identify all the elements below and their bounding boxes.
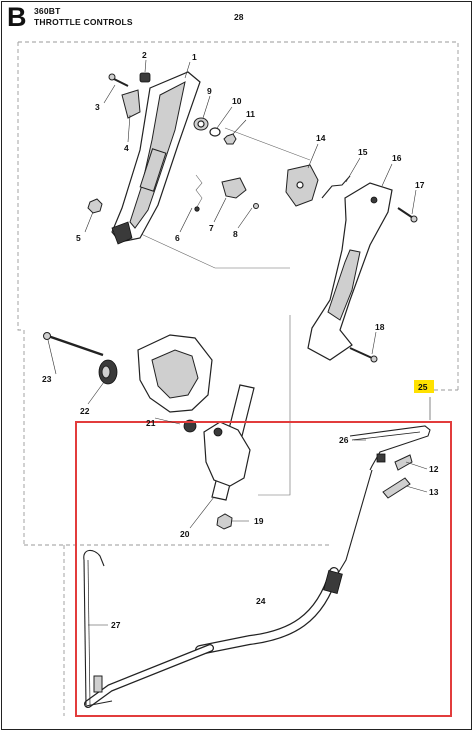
part-5-nut xyxy=(87,198,103,214)
badge-25-background xyxy=(414,380,434,393)
callout-22: 22 xyxy=(80,406,90,416)
callout-15: 15 xyxy=(358,147,368,157)
callout-labels: 1 2 3 4 5 6 7 8 9 10 11 12 13 14 15 16 1… xyxy=(42,12,439,630)
callout-17: 17 xyxy=(415,180,425,190)
part-1-throttle-handle xyxy=(111,71,201,245)
callout-13: 13 xyxy=(429,487,439,497)
part-4-lever xyxy=(121,89,141,119)
leader-lines xyxy=(47,59,431,626)
part-22-knob xyxy=(98,359,118,385)
callout-11: 11 xyxy=(246,109,255,119)
part-12-clip xyxy=(394,454,413,471)
tube-link-lines xyxy=(127,127,311,496)
part-13-clip xyxy=(382,477,411,499)
callout-6: 6 xyxy=(175,233,180,243)
part-2-clip xyxy=(139,72,151,83)
part-20-shaft xyxy=(203,384,255,501)
callout-18: 18 xyxy=(375,322,385,332)
callout-8: 8 xyxy=(233,229,238,239)
callout-28: 28 xyxy=(234,12,244,22)
callout-1: 1 xyxy=(192,52,197,62)
part-24-cable xyxy=(84,469,373,708)
part-14-clamp xyxy=(285,164,319,207)
callout-12: 12 xyxy=(429,464,439,474)
part-10-washer xyxy=(209,127,221,137)
callout-10: 10 xyxy=(232,96,242,106)
callout-3: 3 xyxy=(95,102,100,112)
part-17-screw xyxy=(397,207,418,223)
part-3-screw xyxy=(108,73,129,87)
part-18-screw xyxy=(349,347,378,363)
model-number: 360BT xyxy=(34,6,61,16)
section-letter: B xyxy=(7,2,27,32)
callout-2: 2 xyxy=(142,50,147,60)
callout-16: 16 xyxy=(392,153,402,163)
diagram-title: THROTTLE CONTROLS xyxy=(34,17,133,27)
callout-7: 7 xyxy=(209,223,214,233)
callout-21: 21 xyxy=(146,418,156,428)
part-7-bracket xyxy=(221,177,247,199)
part-26-lever-frame xyxy=(349,425,431,471)
callout-19: 19 xyxy=(254,516,264,526)
part-15-spring xyxy=(321,175,351,199)
callout-23: 23 xyxy=(42,374,52,384)
part-19-nut xyxy=(216,513,233,530)
callout-26: 26 xyxy=(339,435,349,445)
callout-5: 5 xyxy=(76,233,81,243)
callout-24: 24 xyxy=(256,596,266,606)
part-8-screw xyxy=(253,203,259,209)
part-11-nut xyxy=(223,133,237,145)
callout-20: 20 xyxy=(180,529,190,539)
callout-27: 27 xyxy=(111,620,121,630)
part-21-clamp-housing xyxy=(137,334,213,433)
callout-4: 4 xyxy=(124,143,129,153)
part-9-bushing xyxy=(193,117,209,131)
part-6-spring xyxy=(194,174,203,212)
part-16-handle-grip xyxy=(307,182,393,361)
highlight-box-group-25 xyxy=(75,421,452,717)
callout-9: 9 xyxy=(207,86,212,96)
callout-25: 25 xyxy=(418,382,428,392)
callout-14: 14 xyxy=(316,133,326,143)
part-23-bolt xyxy=(43,332,104,357)
part-27-cable-end xyxy=(83,549,113,707)
